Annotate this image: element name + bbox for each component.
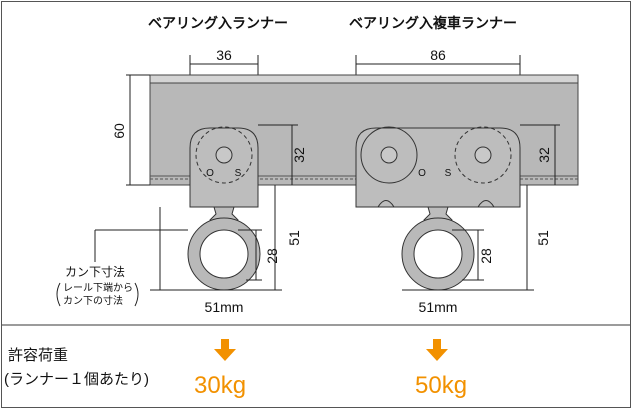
note-line3: カン下の寸法 <box>63 294 123 307</box>
right-wheel-height-label: 32 <box>536 147 552 163</box>
right-load-arrow-icon <box>426 339 448 361</box>
load-label-line1: 許容荷重 <box>8 347 68 364</box>
left-hanger-ring <box>187 206 261 291</box>
right-mark-o: O <box>418 168 426 179</box>
left-load-arrow-icon <box>214 339 236 361</box>
left-width-dim: 36 <box>216 47 232 63</box>
load-label-line2: (ランナー１個あたり) <box>4 371 149 388</box>
right-mark-s: S <box>445 168 452 179</box>
left-ring-height-label: 28 <box>264 248 280 264</box>
right-load-value: 50kg <box>415 372 467 399</box>
left-wheel-height-dimension <box>258 124 298 185</box>
right-drop-dimension <box>520 185 534 291</box>
rail-height-dimension <box>126 74 150 186</box>
left-load-value: 30kg <box>194 372 246 399</box>
right-runner-title: ベアリング入複車ランナー <box>349 15 517 31</box>
rail-height-label: 60 <box>111 123 127 139</box>
note-line2: レール下端から <box>63 281 133 294</box>
right-ring-height-label: 28 <box>478 248 494 264</box>
left-wheel-height-label: 32 <box>291 147 307 163</box>
note-line1: カン下寸法 <box>65 265 125 279</box>
ring-baseline <box>94 207 527 291</box>
left-mark-s: S <box>235 168 242 179</box>
right-width-dim: 86 <box>430 47 446 63</box>
left-runner-title: ベアリング入ランナー <box>148 15 288 31</box>
right-ring-size: 51mm <box>419 299 458 315</box>
left-drop-label: 51 <box>286 230 302 246</box>
left-mark-o: O <box>206 168 214 179</box>
left-ring-dimension <box>238 229 262 281</box>
right-hanger-ring <box>401 206 475 291</box>
note-paren-left <box>56 282 61 307</box>
right-runner-body <box>355 126 521 208</box>
right-ring-dimension <box>452 229 484 281</box>
right-drop-label: 51 <box>535 230 551 246</box>
left-ring-size: 51mm <box>205 299 244 315</box>
left-runner-body <box>189 126 259 208</box>
note-paren-right <box>134 282 139 307</box>
left-drop-dimension <box>268 185 282 291</box>
right-wheel-height-dimension <box>520 124 560 185</box>
